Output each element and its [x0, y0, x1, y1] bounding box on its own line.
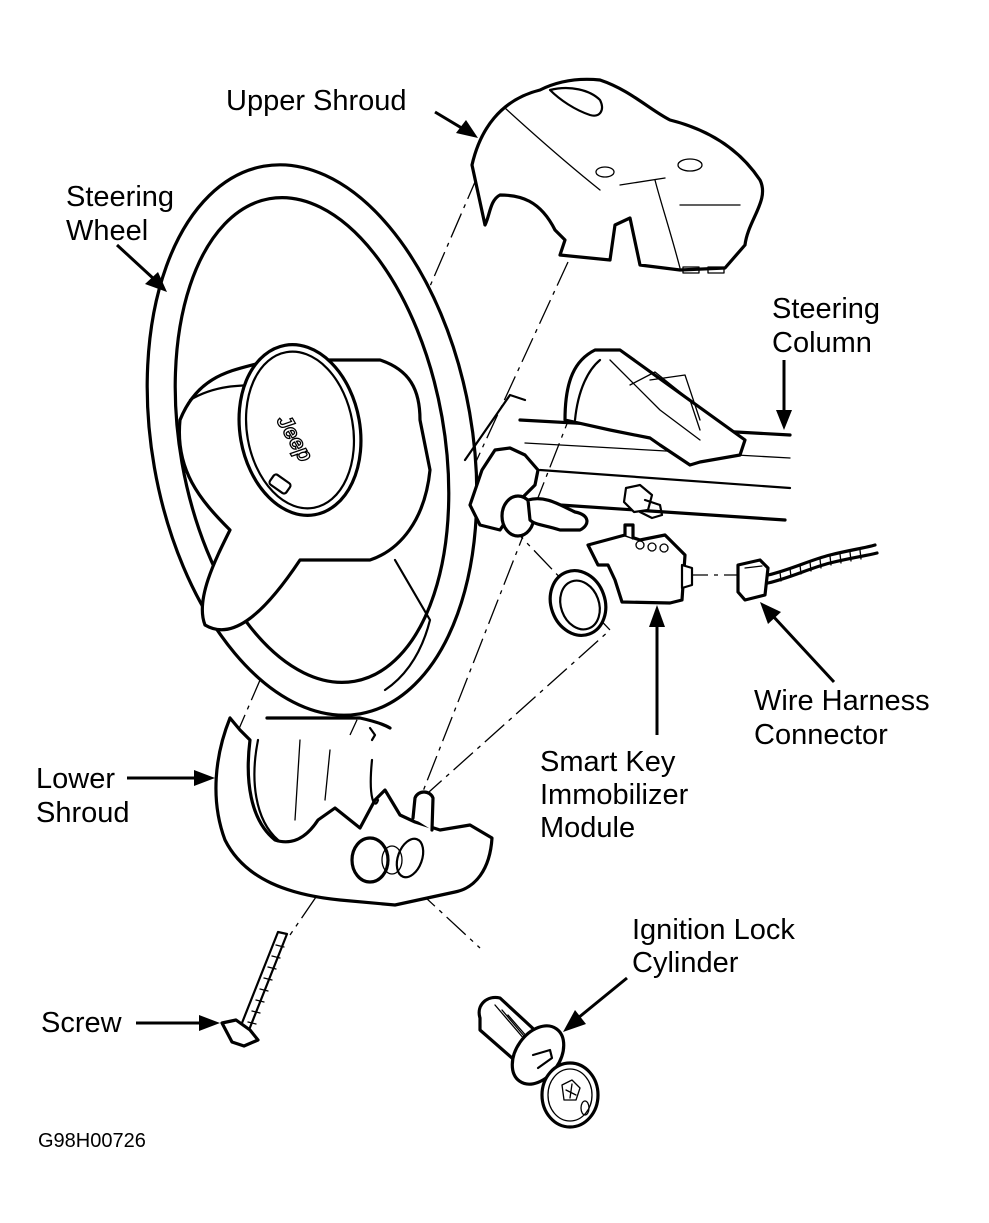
label-steering-column-line1: Steering: [772, 293, 880, 325]
callout-labels: Upper Shroud Steering Wheel Steering Col…: [36, 85, 930, 1152]
screw[interactable]: [220, 930, 289, 1048]
label-steering-column-line2: Column: [772, 327, 872, 359]
label-lower-shroud-line1: Lower: [36, 763, 115, 795]
label-wire-harness-line1: Wire Harness: [754, 685, 930, 717]
label-ignition-lock-line1: Ignition Lock: [632, 914, 795, 946]
label-screw: Screw: [41, 1007, 123, 1039]
label-steering-wheel-line2: Wheel: [66, 215, 148, 247]
label-upper-shroud: Upper Shroud: [226, 85, 407, 117]
upper-shroud[interactable]: [470, 77, 765, 274]
figure-code: G98H00726: [38, 1130, 146, 1152]
smart-key-immobilizer-module[interactable]: [541, 523, 694, 643]
steering-column[interactable]: [463, 348, 792, 538]
steering-wheel[interactable]: Jeep: [106, 138, 518, 741]
label-lower-shroud-line2: Shroud: [36, 797, 130, 829]
leader-arrows: [115, 110, 836, 1032]
wheel-badge: [268, 473, 292, 495]
label-ignition-lock-line2: Cylinder: [632, 947, 739, 979]
label-smart-key-line1: Smart Key: [540, 746, 676, 778]
ignition-key[interactable]: [540, 1061, 600, 1129]
wire-harness-connector[interactable]: [736, 543, 879, 602]
column-bolt: [622, 483, 664, 520]
lower-shroud[interactable]: [214, 716, 494, 907]
label-wire-harness-line2: Connector: [754, 719, 888, 751]
label-steering-wheel-line1: Steering: [66, 181, 174, 213]
label-smart-key-line2: Immobilizer: [540, 779, 689, 811]
label-smart-key-line3: Module: [540, 812, 635, 844]
